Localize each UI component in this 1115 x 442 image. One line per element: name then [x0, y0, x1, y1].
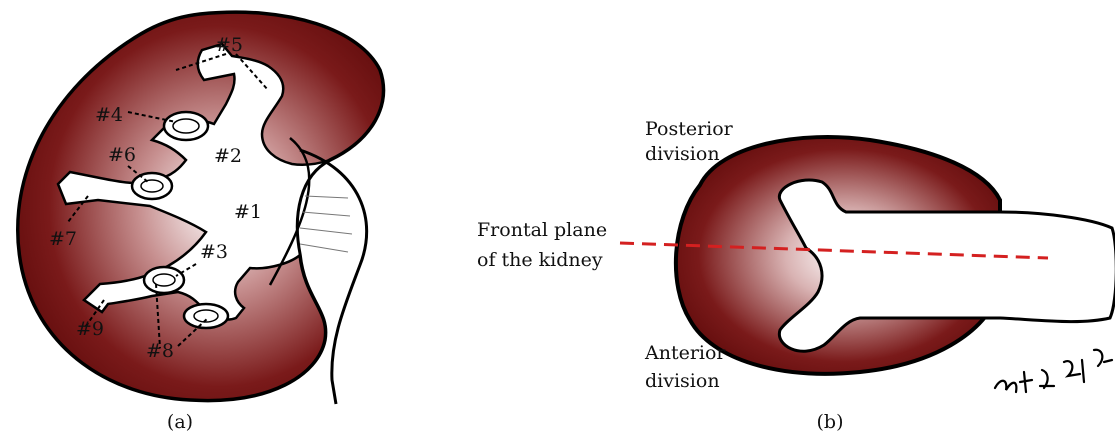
panel-b: Posterior division Frontal plane of the … — [477, 118, 1115, 433]
label-6: #6 — [108, 144, 136, 166]
label-4: #4 — [95, 104, 123, 126]
calyx-cup-6 — [132, 173, 172, 199]
signature — [995, 350, 1112, 392]
caption-a: (a) — [167, 411, 193, 433]
anterior-label-line1: Anterior — [644, 342, 726, 364]
label-5: #5 — [215, 34, 243, 56]
calyx-cup-3 — [144, 267, 184, 293]
label-8: #8 — [146, 340, 174, 362]
frontal-plane-label-line2: of the kidney — [477, 249, 603, 271]
posterior-label-line2: division — [645, 143, 720, 165]
calyx-cup-8 — [184, 304, 228, 328]
label-9: #9 — [76, 318, 104, 340]
label-3: #3 — [200, 241, 228, 263]
label-2: #2 — [214, 145, 242, 167]
posterior-label-line1: Posterior — [645, 118, 734, 140]
caption-b: (b) — [817, 411, 844, 433]
panel-a: #1 #2 #3 #4 #5 #6 #7 #8 #9 (a) — [18, 12, 384, 433]
calyx-cup-4 — [164, 112, 208, 140]
frontal-plane-label-line1: Frontal plane — [477, 219, 607, 241]
ureter-wall-lines — [300, 196, 352, 252]
anterior-label-line2: division — [645, 370, 720, 392]
label-1: #1 — [234, 201, 262, 223]
label-7: #7 — [49, 228, 77, 250]
